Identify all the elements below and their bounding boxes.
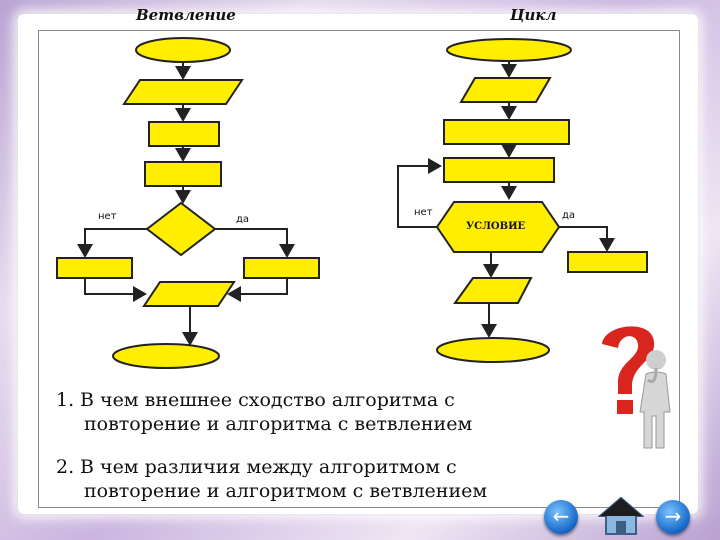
back-button[interactable]: ←: [544, 500, 578, 534]
branch-output-parallelogram: [144, 282, 234, 306]
branch-no-label: нет: [98, 211, 117, 222]
loop-condition-label: УСЛОВИЕ: [466, 221, 525, 232]
question-1-line1: В чем внешнее сходство алгоритма с: [80, 389, 455, 411]
question-1: 1.В чем внешнее сходство алгоритма с пов…: [56, 388, 546, 436]
loop-yes-label: да: [562, 210, 575, 221]
branch-start-terminator: [136, 38, 230, 62]
question-2: 2.В чем различия между алгоритмом с повт…: [56, 455, 546, 503]
loop-exit-process: [568, 252, 647, 272]
loop-output-parallelogram: [455, 278, 531, 303]
question-1-number: 1.: [56, 388, 80, 412]
question-2-line1: В чем различия между алгоритмом с: [80, 456, 457, 478]
loop-process-1: [444, 120, 569, 144]
branch-input-parallelogram: [124, 80, 242, 104]
question-2-number: 2.: [56, 455, 80, 479]
loop-end-terminator: [437, 338, 549, 362]
branch-yes-label: да: [236, 214, 249, 225]
home-button[interactable]: [598, 494, 644, 536]
loop-no-label: нет: [414, 207, 433, 218]
question-mark-figure: [590, 316, 690, 456]
loop-start-terminator: [447, 39, 571, 61]
branch-process-1: [149, 122, 219, 146]
branch-decision-diamond: [147, 203, 215, 255]
question-2-line2: повторение и алгоритмом с ветвлением: [56, 479, 546, 503]
branch-end-terminator: [113, 344, 219, 368]
branch-no-process: [57, 258, 132, 278]
branch-yes-process: [244, 258, 319, 278]
home-icon: [600, 498, 642, 534]
loop-input-parallelogram: [461, 78, 550, 102]
left-arrow-icon: ←: [544, 500, 578, 534]
question-1-line2: повторение и алгоритма с ветвлением: [56, 412, 546, 436]
branch-process-2: [145, 162, 221, 186]
forward-button[interactable]: →: [656, 500, 690, 534]
right-arrow-icon: →: [656, 500, 690, 534]
loop-process-2: [444, 158, 554, 182]
